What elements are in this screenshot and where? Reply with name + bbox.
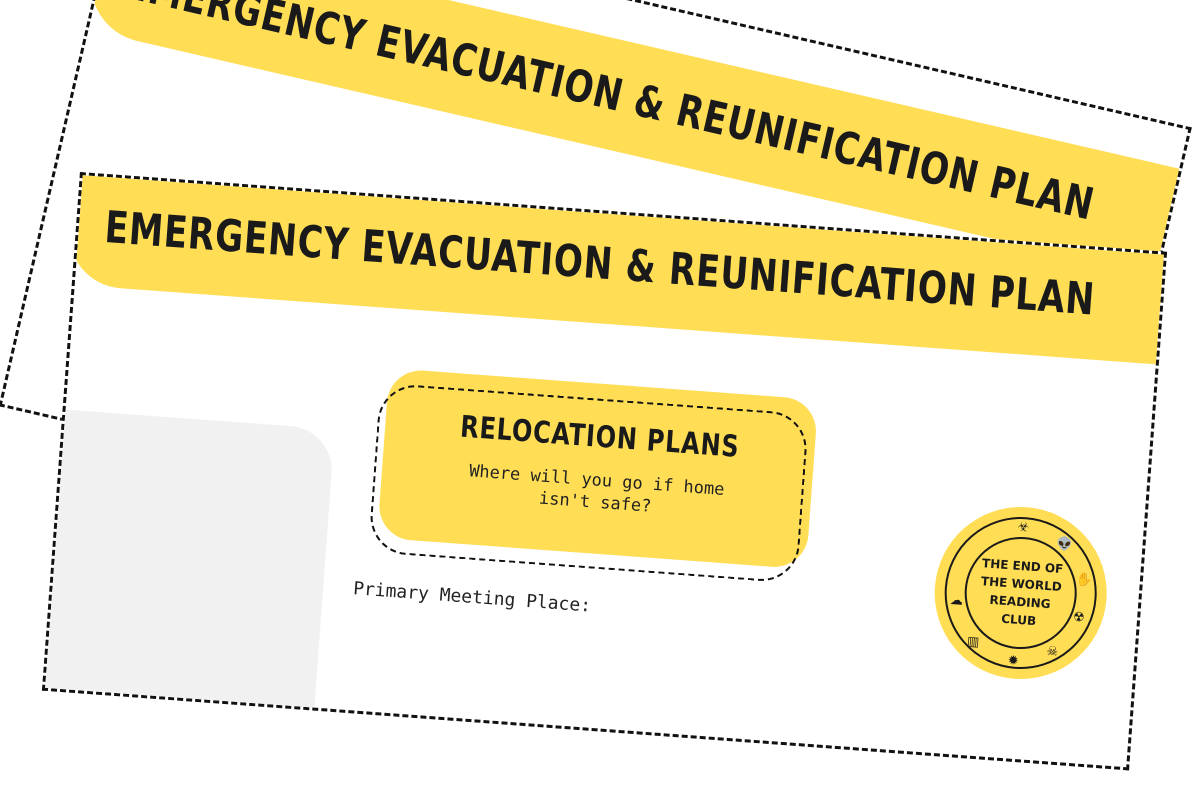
zombie-hand-icon: ✋ bbox=[1075, 572, 1093, 589]
photo-placeholder-panel bbox=[41, 407, 335, 749]
books-icon: ▥ bbox=[966, 634, 980, 651]
reading-club-seal: ☣ 👽 ✋ ☢ ☠ ✹ ▥ ☁ THE END OF THE WORLD REA… bbox=[928, 500, 1113, 686]
front-plan-card: EMERGENCY EVACUATION & REUNIFICATION PLA… bbox=[41, 172, 1168, 771]
radioactive-icon: ☢ bbox=[1072, 609, 1086, 626]
biohazard-icon: ☣ bbox=[1016, 519, 1030, 536]
bomb-icon: ✹ bbox=[1007, 653, 1020, 670]
primary-meeting-place-label: Primary Meeting Place: bbox=[352, 578, 592, 617]
relocation-dashed-outline bbox=[367, 382, 810, 584]
skull-icon: ☠ bbox=[1045, 644, 1059, 660]
alien-icon: 👽 bbox=[1055, 536, 1074, 553]
mushroom-cloud-icon: ☁ bbox=[949, 592, 964, 609]
seal-text: THE END OF THE WORLD READING CLUB bbox=[980, 556, 1064, 629]
